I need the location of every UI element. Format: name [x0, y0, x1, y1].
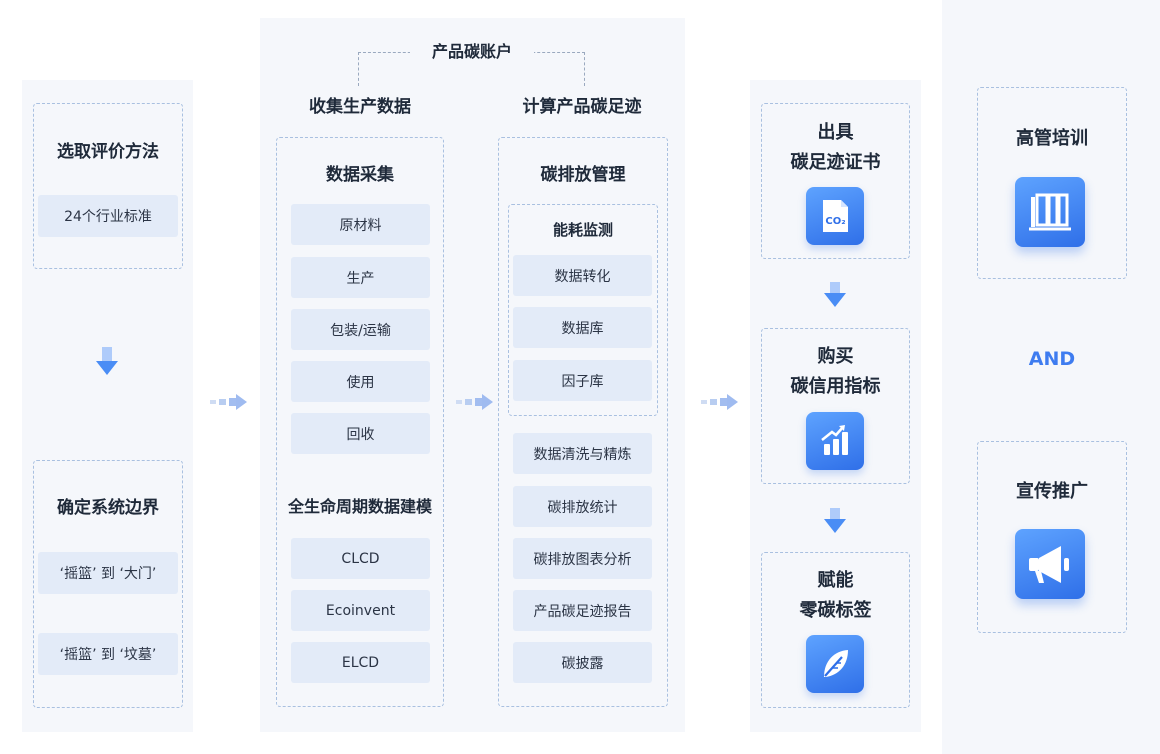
- collection-item: 生产: [291, 257, 430, 298]
- management-item: 数据清洗与精炼: [513, 433, 652, 474]
- label-title: 赋能 零碳标签: [799, 570, 872, 621]
- book-icon: [1015, 177, 1085, 247]
- leaf-icon: [806, 635, 864, 693]
- boundary-item-gate: ‘摇篮’ 到 ‘大门’: [38, 552, 178, 594]
- credit-box: [761, 328, 910, 484]
- arrow-right-icon: [701, 394, 738, 410]
- method-item: 24个行业标准: [38, 195, 178, 237]
- megaphone-icon: [1015, 529, 1085, 599]
- collection-item: 原材料: [291, 204, 430, 245]
- energy-item: 因子库: [513, 360, 652, 401]
- model-item: ELCD: [291, 642, 430, 683]
- calc-label: 计算产品碳足迹: [522, 97, 642, 117]
- arrow-right-icon: [210, 394, 247, 410]
- certificate-box: [761, 103, 910, 259]
- method-title: 选取评价方法: [57, 142, 159, 162]
- collection-item: 回收: [291, 413, 430, 454]
- collect-label: 收集生产数据: [309, 97, 411, 117]
- training-title: 高管培训: [1016, 128, 1088, 149]
- account-label: 产品碳账户: [410, 40, 534, 64]
- boundary-title: 确定系统边界: [57, 498, 159, 518]
- collection-item: 包装/运输: [291, 309, 430, 350]
- training-box: [977, 87, 1127, 279]
- boundary-item-grave: ‘摇篮’ 到 ‘坟墓’: [38, 633, 178, 675]
- collection-item: 使用: [291, 361, 430, 402]
- promotion-box: [977, 441, 1127, 633]
- method-box: [33, 103, 183, 269]
- and-label: AND: [1028, 348, 1076, 370]
- left-column-bg: [22, 80, 193, 732]
- management-item: 碳排放图表分析: [513, 538, 652, 579]
- energy-box: [508, 204, 658, 416]
- chart-growth-icon: [806, 412, 864, 470]
- management-item: 产品碳足迹报告: [513, 590, 652, 631]
- management-item: 碳披露: [513, 642, 652, 683]
- management-title: 碳排放管理: [540, 165, 626, 185]
- arrow-right-icon: [456, 394, 493, 410]
- energy-item: 数据转化: [513, 255, 652, 296]
- credit-title: 购买 碳信用指标: [790, 346, 881, 397]
- model-item: Ecoinvent: [291, 590, 430, 631]
- certificate-title: 出具 碳足迹证书: [790, 122, 881, 173]
- collection-box: [276, 137, 444, 707]
- certificate-icon-text: CO₂: [825, 216, 845, 227]
- energy-title: 能耗监测: [552, 221, 613, 239]
- boundary-box: [33, 460, 183, 708]
- collection-title: 数据采集: [326, 165, 394, 185]
- model-item: CLCD: [291, 538, 430, 579]
- management-box: [498, 137, 668, 707]
- co2-certificate-icon: CO₂: [806, 187, 864, 245]
- label-box: [761, 552, 910, 708]
- extras-column-bg: [942, 0, 1160, 754]
- energy-item: 数据库: [513, 307, 652, 348]
- management-item: 碳排放统计: [513, 486, 652, 527]
- promotion-title: 宣传推广: [1016, 481, 1088, 502]
- model-title: 全生命周期数据建模: [287, 497, 432, 516]
